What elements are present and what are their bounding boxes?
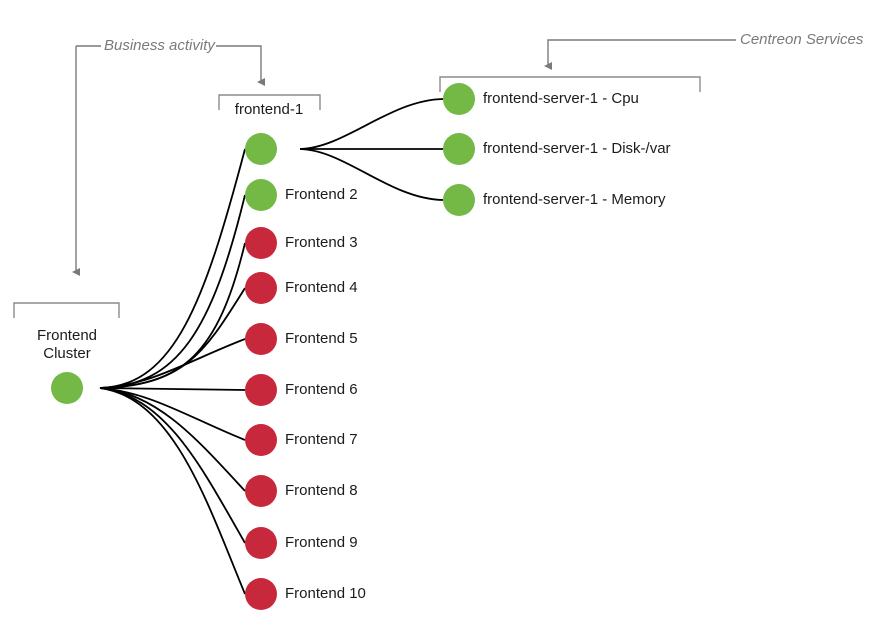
bracket-frontend-cluster: [13, 46, 120, 318]
edge-host1-service-1: [299, 98, 444, 150]
centreon-services-leader-left: [544, 39, 700, 70]
edge-host1-service-3: [299, 148, 444, 201]
node-host-4[interactable]: Frontend 4: [245, 272, 358, 304]
host-label: Frontend 10: [285, 585, 366, 602]
edge-cluster-host-6: [99, 387, 246, 391]
cluster-bracket-shape: [13, 302, 120, 318]
node-host-8[interactable]: Frontend 8: [245, 475, 358, 507]
edge-cluster-host-9: [99, 387, 246, 544]
services-bracket-shape: [439, 76, 701, 92]
host-label: Frontend 5: [285, 330, 358, 347]
bracket-centreon-services: [439, 76, 701, 92]
host-label: Frontend 3: [285, 234, 358, 251]
edge-cluster-host-7: [99, 387, 246, 441]
node-service-3[interactable]: frontend-server-1 - Memory: [443, 184, 666, 216]
edge-cluster-host-10: [99, 387, 246, 595]
host-label: Frontend 7: [285, 431, 358, 448]
host-status-circle[interactable]: [245, 374, 277, 406]
service-label: frontend-server-1 - Memory: [483, 191, 666, 208]
edge-cluster-host-3: [99, 242, 246, 389]
edge-cluster-host-5: [99, 338, 246, 389]
bracket-label-frontend-1: frontend-1: [235, 101, 303, 118]
host-status-circle[interactable]: [245, 475, 277, 507]
host-label: Frontend 9: [285, 534, 358, 551]
host-status-circle[interactable]: [245, 179, 277, 211]
node-host-6[interactable]: Frontend 6: [245, 374, 358, 406]
host-label: Frontend 6: [285, 381, 358, 398]
node-host-1[interactable]: [245, 133, 277, 165]
annotation-business-activity: Business activity: [76, 37, 265, 86]
edge-cluster-host-1: [99, 148, 246, 389]
service-status-circle[interactable]: [443, 133, 475, 165]
service-status-circle[interactable]: [443, 83, 475, 115]
edge-cluster-host-4: [99, 287, 246, 389]
host-status-circle[interactable]: [245, 227, 277, 259]
host-status-circle[interactable]: [245, 133, 277, 165]
service-status-circle[interactable]: [443, 184, 475, 216]
host-status-circle[interactable]: [245, 323, 277, 355]
node-host-5[interactable]: Frontend 5: [245, 323, 358, 355]
host-status-circle[interactable]: [245, 272, 277, 304]
edges-host-to-services: [299, 98, 444, 201]
frontend-1-bracket-shape: [218, 94, 321, 110]
annotation-label-centreon-services: Centreon Services: [740, 31, 864, 48]
node-host-7[interactable]: Frontend 7: [245, 424, 358, 456]
host-status-circle[interactable]: [245, 527, 277, 559]
node-host-3[interactable]: Frontend 3: [245, 227, 358, 259]
host-label: Frontend 4: [285, 279, 358, 296]
host-label: Frontend 8: [285, 482, 358, 499]
cluster-label-line-1: Frontend: [37, 327, 97, 344]
host-status-circle[interactable]: [245, 424, 277, 456]
bracket-frontend-1: frontend-1: [218, 94, 321, 118]
annotation-label-business-activity: Business activity: [104, 37, 216, 54]
node-host-10[interactable]: Frontend 10: [245, 578, 366, 610]
cluster-status-circle[interactable]: [51, 372, 83, 404]
node-service-2[interactable]: frontend-server-1 - Disk-/var: [443, 133, 671, 165]
node-frontend-cluster[interactable]: Frontend Cluster: [37, 327, 97, 404]
host-status-circle[interactable]: [245, 578, 277, 610]
node-host-9[interactable]: Frontend 9: [245, 527, 358, 559]
service-label: frontend-server-1 - Disk-/var: [483, 140, 671, 157]
host-label: Frontend 2: [285, 186, 358, 203]
service-label: frontend-server-1 - Cpu: [483, 90, 639, 107]
annotation-centreon-services: Centreon Services: [544, 31, 864, 70]
edges-cluster-to-hosts: [99, 148, 246, 595]
cluster-label-line-2: Cluster: [43, 345, 91, 362]
business-activity-leader-right: [216, 45, 265, 86]
node-host-2[interactable]: Frontend 2: [245, 179, 358, 211]
node-service-1[interactable]: frontend-server-1 - Cpu: [443, 83, 639, 115]
